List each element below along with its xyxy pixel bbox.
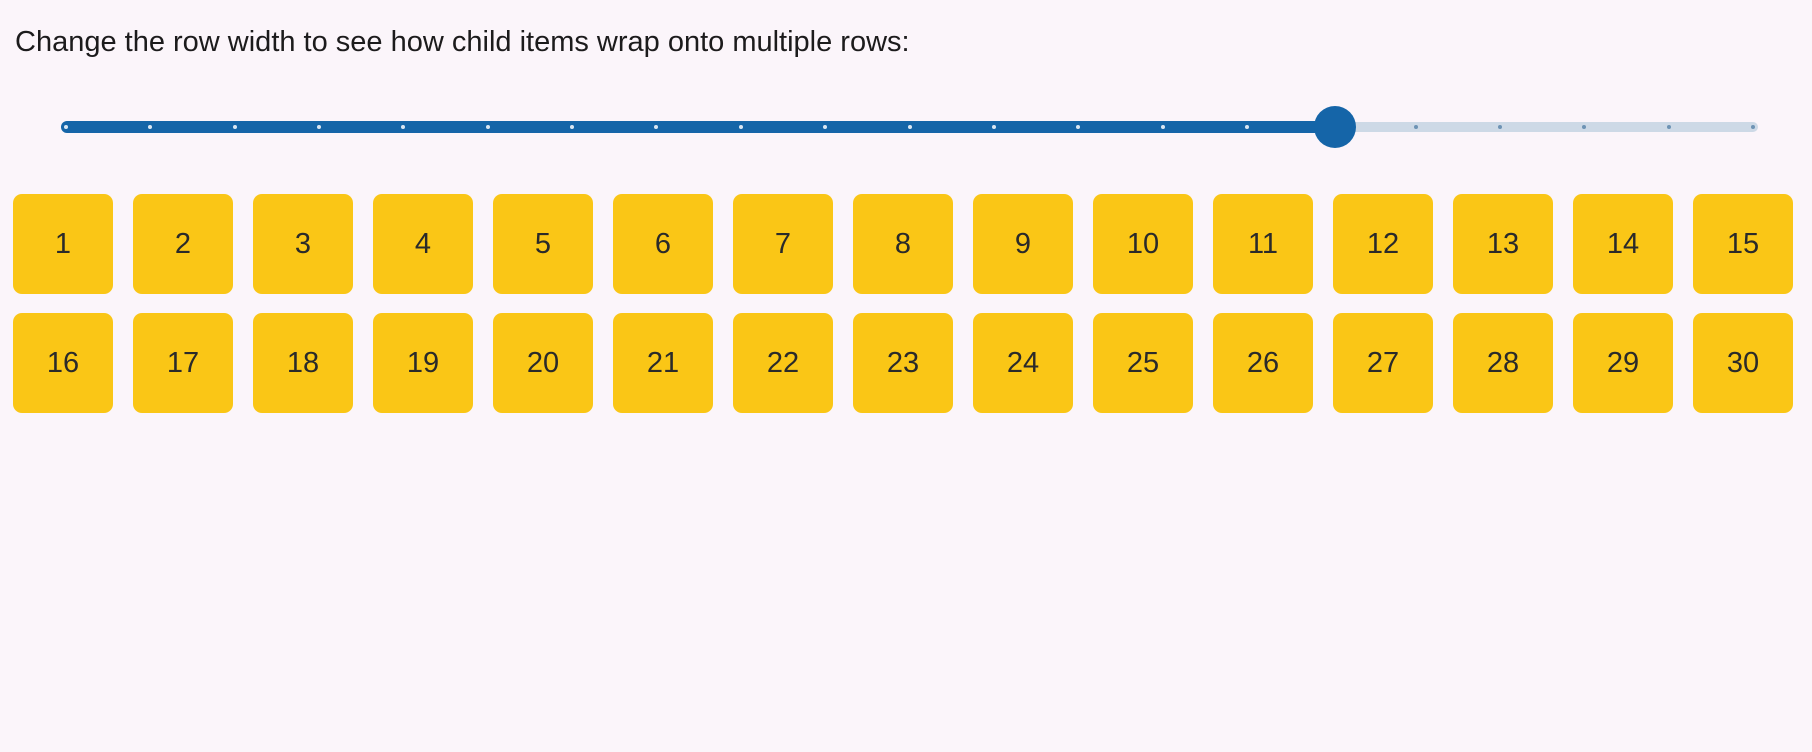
grid-item: 5 (493, 194, 593, 294)
grid-item-number: 20 (526, 346, 560, 379)
slider-tick (1751, 124, 1755, 129)
slider-track-fill (61, 120, 1336, 133)
grid-item: 3 (253, 194, 353, 294)
grid-item: 8 (853, 194, 953, 294)
grid-item-number: 3 (294, 227, 312, 260)
slider-tick (654, 124, 659, 129)
grid-item-number: 4 (414, 227, 432, 260)
slider-tick (991, 124, 996, 129)
grid-item: 23 (853, 313, 953, 413)
slider-tick (1413, 124, 1418, 129)
slider-tick (1076, 124, 1081, 129)
grid-item: 21 (613, 313, 713, 413)
grid-item: 24 (973, 313, 1073, 413)
grid-item: 9 (973, 194, 1073, 294)
grid-item-number: 10 (1126, 227, 1160, 260)
grid-item-number: 30 (1726, 346, 1760, 379)
grid-item: 12 (1333, 194, 1433, 294)
grid-item-number: 12 (1366, 227, 1400, 260)
grid-item: 16 (13, 313, 113, 413)
grid-item-number: 24 (1006, 346, 1040, 379)
grid-item: 10 (1093, 194, 1193, 294)
grid-item-number: 15 (1726, 227, 1760, 260)
grid-item-number: 26 (1246, 346, 1280, 379)
grid-item-number: 9 (1014, 227, 1032, 260)
grid-item: 22 (733, 313, 833, 413)
slider-tick (148, 124, 153, 129)
grid-item-number: 8 (894, 227, 912, 260)
grid-item-number: 6 (654, 227, 672, 260)
grid-item: 28 (1453, 313, 1553, 413)
grid-item-number: 17 (166, 346, 200, 379)
slider-tick (485, 124, 490, 129)
grid-item-number: 23 (886, 346, 920, 379)
grid-item: 13 (1453, 194, 1553, 294)
slider-tick (317, 124, 322, 129)
grid-item-number: 25 (1126, 346, 1160, 379)
grid-item-number: 18 (286, 346, 320, 379)
slider-tick (232, 124, 237, 129)
grid-item: 29 (1573, 313, 1673, 413)
row-width-slider[interactable] (61, 105, 1758, 148)
grid-item-number: 14 (1606, 227, 1640, 260)
grid-item-number: 5 (534, 227, 552, 260)
grid-item: 7 (733, 194, 833, 294)
grid-item-number: 2 (174, 227, 192, 260)
grid-item: 30 (1693, 313, 1793, 413)
grid-item-number: 13 (1486, 227, 1520, 260)
grid-item: 11 (1213, 194, 1313, 294)
grid-item: 14 (1573, 194, 1673, 294)
slider-tick (570, 124, 575, 129)
slider-tick (823, 124, 828, 129)
grid-item-number: 1 (54, 227, 72, 260)
grid-item: 15 (1693, 194, 1793, 294)
slider-tick (1244, 124, 1249, 129)
grid-item: 26 (1213, 313, 1313, 413)
grid-item-number: 16 (46, 346, 80, 379)
grid-item: 20 (493, 313, 593, 413)
grid-item-number: 22 (766, 346, 800, 379)
page-title: Change the row width to see how child it… (15, 26, 910, 58)
slider-tick (1582, 124, 1587, 129)
grid-item: 17 (133, 313, 233, 413)
slider-thumb[interactable] (1314, 105, 1357, 148)
slider-tick (907, 124, 912, 129)
grid-item-number: 28 (1486, 346, 1520, 379)
grid-item: 2 (133, 194, 233, 294)
grid-item: 19 (373, 313, 473, 413)
grid-item-number: 27 (1366, 346, 1400, 379)
grid-item-number: 11 (1247, 227, 1279, 260)
grid-item: 1 (13, 194, 113, 294)
slider-tick (64, 124, 68, 129)
grid-item-number: 7 (774, 227, 792, 260)
grid-item: 18 (253, 313, 353, 413)
grid-item-number: 19 (406, 346, 440, 379)
grid-item-number: 21 (646, 346, 680, 379)
grid-item: 27 (1333, 313, 1433, 413)
slider-tick (1497, 124, 1502, 129)
slider-tick (401, 124, 406, 129)
grid-item: 4 (373, 194, 473, 294)
slider-tick (1160, 124, 1165, 129)
grid-item: 25 (1093, 313, 1193, 413)
slider-tick (1666, 124, 1671, 129)
grid-item: 6 (613, 194, 713, 294)
grid-item-number: 29 (1606, 346, 1640, 379)
slider-tick (738, 124, 743, 129)
